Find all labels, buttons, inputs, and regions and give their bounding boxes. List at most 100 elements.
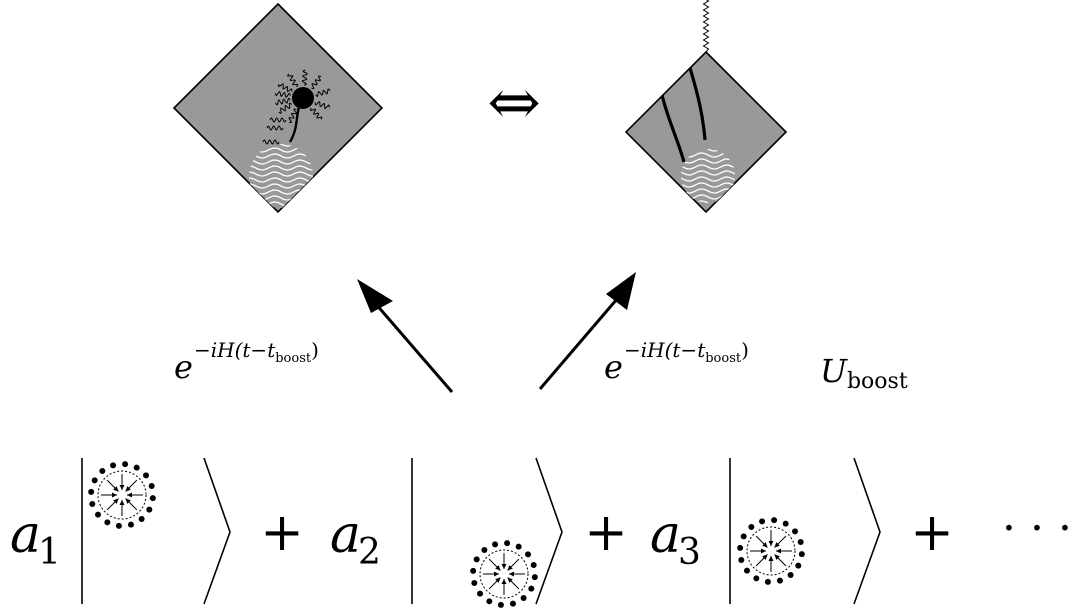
infall-arrowhead <box>125 486 131 492</box>
shell-particle <box>95 511 102 518</box>
shell-particle <box>88 488 95 495</box>
right-trajectory-left <box>660 94 686 163</box>
infall-arrowhead <box>495 565 501 571</box>
shell-particle <box>492 541 499 548</box>
infall-arrowhead <box>762 554 768 560</box>
shell-particle <box>787 571 794 578</box>
infall-arrowhead <box>507 565 513 571</box>
right-matter-blob <box>681 149 735 203</box>
infall-arrowhead <box>509 571 514 577</box>
right-evolution-arrow <box>538 272 636 390</box>
shell-particle <box>509 600 516 607</box>
infall-arrowhead <box>774 554 780 560</box>
infall-arrowhead <box>113 486 119 492</box>
infall-arrowhead <box>761 548 766 554</box>
wave-line <box>681 182 735 188</box>
ket2-angle <box>535 457 563 605</box>
shell-particle <box>99 468 106 475</box>
shell-particle <box>122 461 129 468</box>
infall-arrowhead <box>501 579 507 584</box>
radiation-quantum <box>266 125 284 131</box>
shell-particle <box>528 585 535 592</box>
right-radiation-line <box>702 0 710 53</box>
wave-line <box>249 153 313 159</box>
plus-3: + <box>910 503 954 563</box>
shell-particle <box>753 575 760 582</box>
wave-line <box>681 158 735 164</box>
radiation-quantum <box>274 90 291 99</box>
radiation-quantum <box>278 102 293 114</box>
coefficient-a3-subscript: 3 <box>678 532 701 573</box>
wave-line <box>249 165 313 171</box>
shell-particle <box>138 515 145 522</box>
left-black-hole <box>292 87 314 109</box>
infall-arrowhead <box>768 541 774 546</box>
ket1-angle <box>203 457 231 605</box>
plus-2: + <box>584 503 628 563</box>
wave-line <box>249 177 313 183</box>
plus-1: + <box>260 503 304 563</box>
radiation-quantum <box>288 108 298 124</box>
shell-particle <box>795 562 802 569</box>
svg-text:−iH(t−tboost): −iH(t−tboost) <box>194 338 319 366</box>
infall-arrowhead <box>495 577 501 583</box>
shell-particle <box>148 483 155 490</box>
shell-particle <box>115 522 122 529</box>
infall-arrowhead <box>113 498 119 504</box>
infall-arrowhead <box>774 542 780 548</box>
shell-particle <box>497 601 504 608</box>
coefficient-a3: a <box>650 505 681 565</box>
infall-arrowhead <box>501 564 507 569</box>
shell-particle <box>740 533 747 540</box>
shell-particle <box>89 500 96 507</box>
shell-outline <box>746 526 796 576</box>
shell-particle <box>798 551 805 558</box>
shell-particle <box>146 506 153 513</box>
shell-particle <box>110 462 117 469</box>
wave-line <box>249 183 313 189</box>
shell-particle <box>530 562 537 569</box>
equivalence-symbol: ⇔ <box>487 66 541 140</box>
wave-line <box>249 171 313 177</box>
infall-arrowhead <box>507 577 513 583</box>
radiation-quantum <box>309 107 323 120</box>
radiation-quantum <box>315 88 331 97</box>
ellipsis: · · · <box>1002 503 1072 554</box>
wave-line <box>681 170 735 176</box>
ket1-state-icon <box>88 461 156 529</box>
shell-particle <box>91 477 98 484</box>
shell-particle <box>764 578 771 585</box>
radiation-quantum <box>262 139 280 145</box>
shell-particle <box>524 551 531 558</box>
shell-particle <box>149 495 156 502</box>
left-evolution-arrow <box>357 279 454 393</box>
shell-particle <box>520 594 527 601</box>
superposition-expression: a 1 + a 2 + a 3 + · · · <box>10 457 1072 608</box>
shell-particle <box>737 544 744 551</box>
infall-arrowhead <box>125 498 131 504</box>
infall-arrowhead <box>119 500 125 505</box>
infall-arrowhead <box>768 556 774 561</box>
shell-particle <box>515 543 522 550</box>
ket2-state-icon <box>470 540 538 608</box>
shell-particle <box>748 524 755 531</box>
ket3-state-icon <box>737 517 805 585</box>
shell-particle <box>486 598 493 605</box>
radiation-quantum <box>287 73 299 88</box>
shell-particle <box>771 517 778 524</box>
shell-particle <box>531 574 538 581</box>
ket3-angle <box>853 457 881 605</box>
shell-particle <box>127 521 134 528</box>
wave-line <box>681 188 735 194</box>
left-hawking-radiation <box>262 69 331 145</box>
shell-particle <box>104 519 111 526</box>
left-operator-label: e −iH(t−tboost) <box>174 338 319 386</box>
shell-particle <box>744 567 751 574</box>
radiation-quantum <box>314 100 330 110</box>
shell-particle <box>776 577 783 584</box>
infall-arrowhead <box>762 542 768 548</box>
infall-arrowhead <box>127 492 132 498</box>
radiation-quantum <box>277 83 293 93</box>
right-operator-label: e −iH(t−tboost) Uboost <box>604 338 908 394</box>
